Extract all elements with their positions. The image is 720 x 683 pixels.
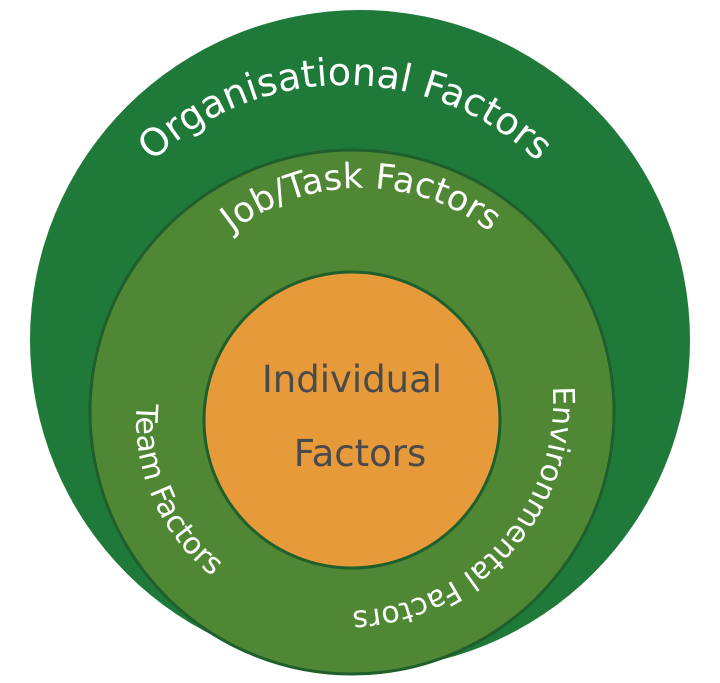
center-circle: [202, 270, 502, 570]
center-label-line2: Factors: [294, 432, 427, 475]
center-label-line1: Individual: [262, 358, 442, 401]
